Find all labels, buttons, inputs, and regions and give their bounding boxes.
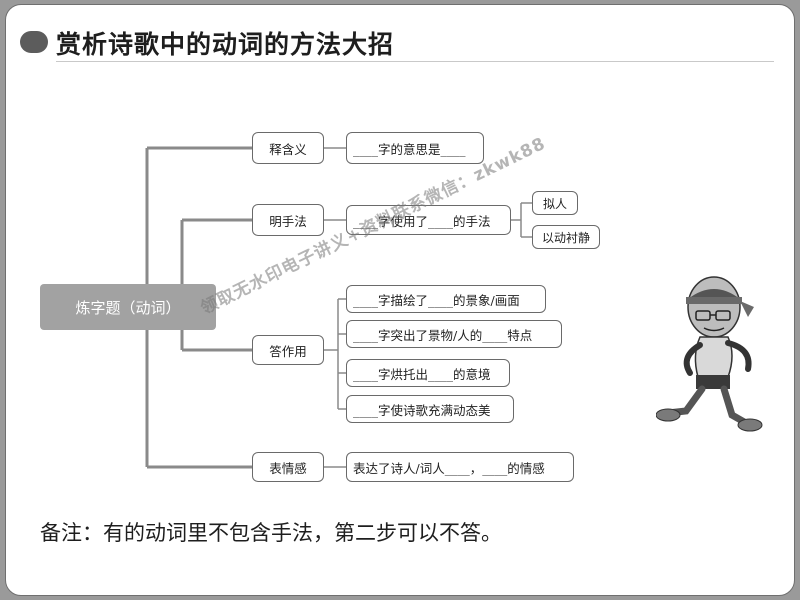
branch-2-item-1: ____字使用了____的手法: [346, 205, 511, 235]
slide: 赏析诗歌中的动词的方法大招 炼字题（动词） 释含义 ____字的意思是____ …: [5, 4, 795, 596]
branch-3-item-3: ____字烘托出____的意境: [346, 359, 510, 387]
footnote: 备注：有的动词里不包含手法，第二步可以不答。: [40, 521, 502, 545]
header-divider: [56, 61, 774, 62]
branch-label-1: 释含义: [252, 132, 324, 164]
branch-3-item-4: ____字使诗歌充满动态美: [346, 395, 514, 423]
branch-3-item-1: ____字描绘了____的景象/画面: [346, 285, 546, 313]
cartoon-runner-illustration: [656, 276, 763, 432]
branch-2-sub-2: 以动衬静: [532, 225, 600, 249]
branch-3-item-2: ____字突出了景物/人的____特点: [346, 320, 562, 348]
branch-label-3: 答作用: [252, 335, 324, 365]
branch-4-item-1: 表达了诗人/词人____，____的情感: [346, 452, 574, 482]
title-accent-bar: [20, 31, 48, 53]
branch-label-2: 明手法: [252, 204, 324, 236]
branch-label-4: 表情感: [252, 452, 324, 482]
connector-sub-items: [511, 202, 532, 238]
branch-2-sub-1: 拟人: [532, 191, 578, 215]
branch-1-item-1: ____字的意思是____: [346, 132, 484, 164]
root-node: 炼字题（动词）: [40, 284, 216, 330]
connector-items-3: [324, 298, 346, 410]
page-title: 赏析诗歌中的动词的方法大招: [56, 30, 395, 59]
